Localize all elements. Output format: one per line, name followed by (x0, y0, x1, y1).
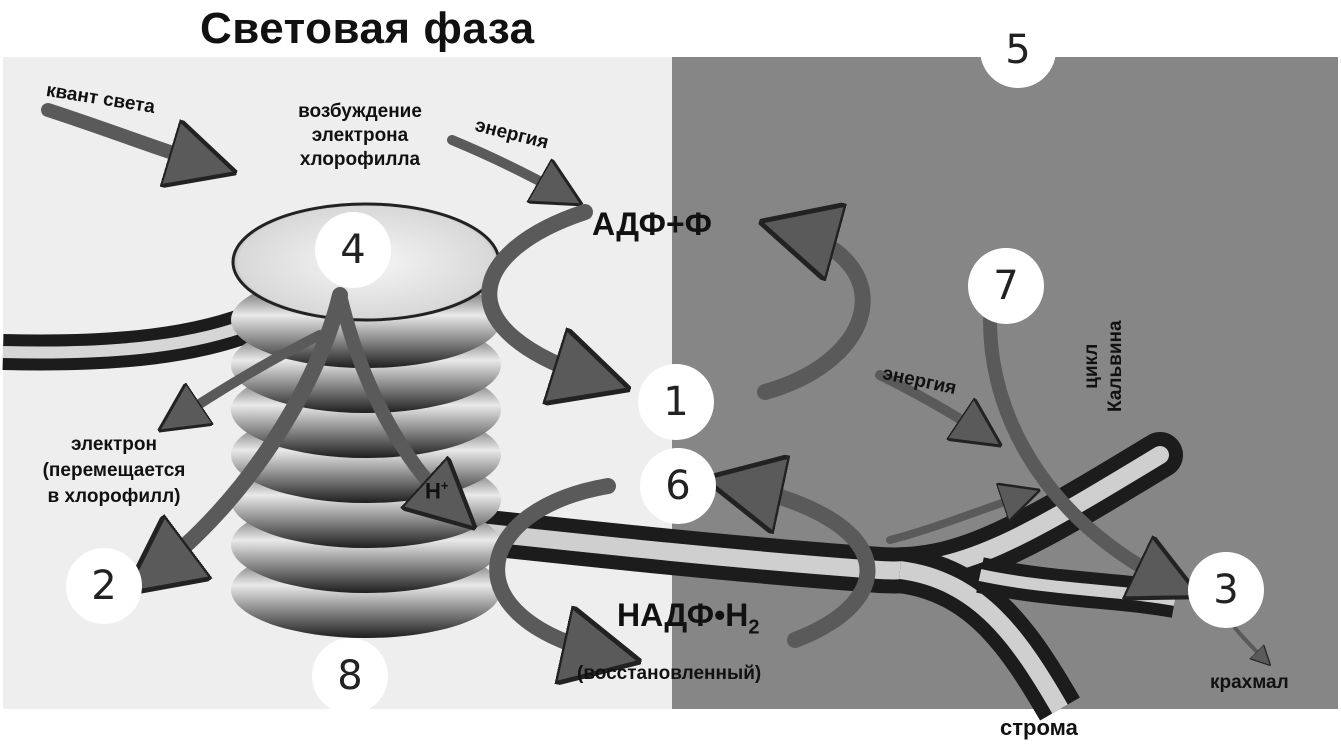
adp-label: АДФ+Ф (592, 206, 712, 242)
electron-line-2: (перемещается (42, 460, 186, 481)
h-plus-arrow (333, 288, 455, 510)
marker-6: 6 (640, 448, 716, 524)
energy-top-arrow (447, 135, 565, 195)
stroma-energy-arrow (886, 495, 1025, 544)
excitation-line-2: электрона (311, 125, 409, 146)
calvin-cycle-label: цикл Кальвина (1080, 320, 1128, 412)
process-arrows (41, 103, 1265, 660)
1-to-adp-arrow (765, 230, 871, 400)
to-2-arrow (150, 287, 348, 575)
marker-5: 5 (980, 12, 1056, 88)
energy-mid-arrow (875, 370, 985, 435)
nadph-arrow (489, 478, 610, 655)
electron-arrow (175, 330, 325, 420)
7-to-3-arrow (983, 313, 1175, 585)
diagram-title: Световая фаза (200, 4, 535, 53)
nadph-text: НАДФ•Н (617, 597, 749, 633)
restored-label: (восстановленный) (577, 663, 762, 684)
stroma-label: строма (1000, 715, 1078, 740)
calvin-line-2: Кальвина (1105, 320, 1126, 412)
nadph-sub: 2 (748, 616, 760, 639)
nadph-label: НАДФ•Н2 (617, 597, 760, 639)
excitation-label: возбуждение электрона хлорофилла (270, 100, 450, 172)
marker-1: 1 (638, 364, 714, 440)
h-plus-sup: + (440, 478, 449, 493)
h-plus-label: H+ (425, 478, 448, 504)
marker-8: 8 (312, 638, 388, 714)
marker-4: 4 (315, 212, 391, 288)
marker-3: 3 (1188, 552, 1264, 628)
excitation-line-1: возбуждение (298, 101, 422, 122)
electron-line-3: в хлорофилл) (47, 486, 181, 507)
marker-2: 2 (66, 548, 142, 624)
excitation-line-3: хлорофилла (299, 149, 421, 170)
electron-label: электрон (перемещается в хлорофилл) (14, 432, 214, 510)
marker-7: 7 (968, 248, 1044, 324)
starch-label: крахмал (1210, 672, 1289, 693)
calvin-line-1: цикл (1081, 343, 1102, 389)
adp-to-1-arrow (481, 204, 600, 380)
light-quantum-arrow (41, 103, 210, 165)
h-plus-text: H (425, 478, 441, 504)
6-arrow (735, 485, 876, 648)
electron-line-1: электрон (71, 434, 157, 455)
starch-arrow (1233, 626, 1265, 660)
